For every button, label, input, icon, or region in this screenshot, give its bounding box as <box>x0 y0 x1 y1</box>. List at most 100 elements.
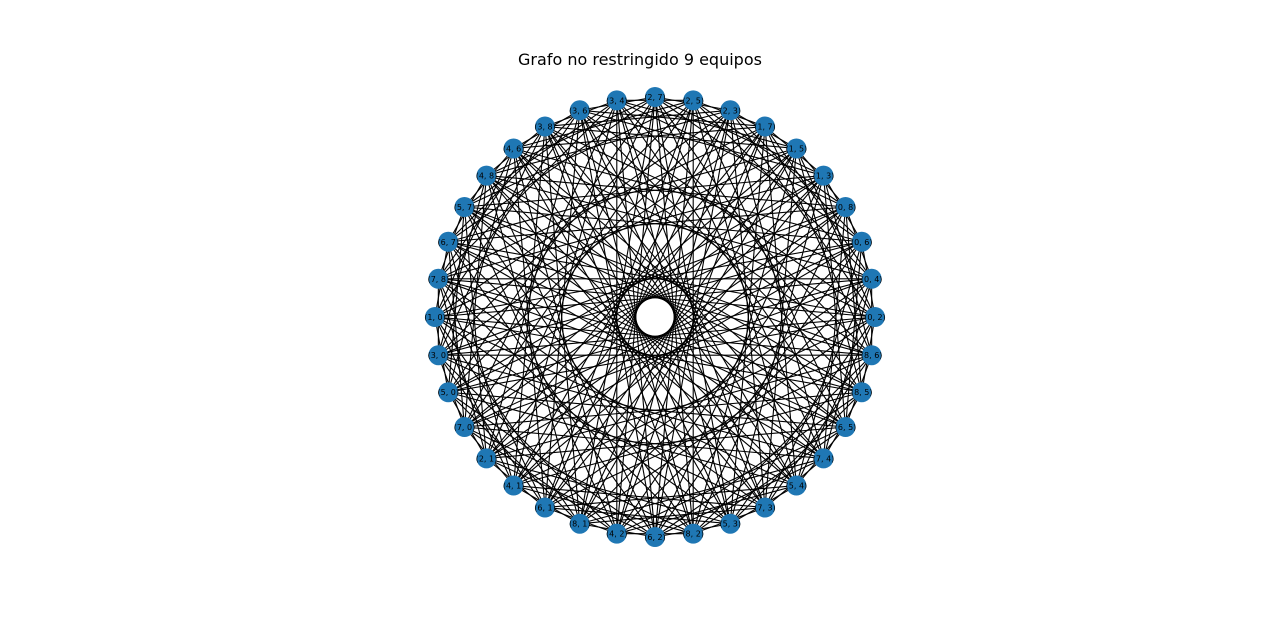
graph-node <box>720 100 741 121</box>
graph-edge <box>544 126 872 356</box>
graph-edge <box>448 241 876 318</box>
graph-edge <box>544 125 797 150</box>
graph-node-label: (1, 3) <box>813 172 835 181</box>
graph-node-label: (3, 8) <box>534 122 556 131</box>
graph-edge <box>464 206 872 356</box>
graph-node <box>861 345 882 366</box>
graph-edge <box>464 206 797 486</box>
graph-title: Grafo no restringido 9 equipos <box>518 50 762 69</box>
graph-edge <box>447 175 824 393</box>
graph-edge <box>579 109 797 486</box>
graph-edge <box>448 206 846 243</box>
graph-node-label: (8, 2) <box>682 530 704 539</box>
graph-node <box>476 165 497 186</box>
graph-node <box>851 231 872 252</box>
graph-edge <box>513 148 731 525</box>
graph-node <box>569 100 590 121</box>
graph-node-label: (4, 2) <box>606 530 628 539</box>
graph-node-label: (2, 5) <box>682 96 704 105</box>
graph-node-label: (2, 3) <box>719 106 741 115</box>
graph-node <box>755 497 775 518</box>
graph-node <box>535 497 555 518</box>
graph-node-label: (7, 0) <box>454 423 476 432</box>
graph-node-label: (4, 8) <box>476 172 498 181</box>
graph-edge <box>579 109 824 177</box>
graph-edge <box>579 148 797 525</box>
graph-node-label: (0, 2) <box>864 313 886 322</box>
graph-edge <box>434 147 797 318</box>
graph-edge <box>486 241 863 459</box>
graph-node <box>503 138 524 159</box>
graph-node-label: (7, 3) <box>754 504 776 513</box>
graph-node <box>786 475 807 496</box>
graph-edge <box>654 110 731 538</box>
graph-edge <box>579 96 656 524</box>
graph-node-label: (0, 8) <box>835 203 857 212</box>
graph-node-label: (7, 8) <box>428 275 450 284</box>
graph-edge <box>486 175 872 280</box>
graph-edge <box>438 175 824 280</box>
graph-node <box>454 197 475 217</box>
graph-node <box>861 268 882 289</box>
graph-node-label: (8, 6) <box>861 351 883 360</box>
graph-edge <box>513 99 694 150</box>
graph-node <box>535 116 555 137</box>
graph-edge <box>447 109 731 393</box>
graph-edge <box>486 109 731 177</box>
graph-node-label: (4, 6) <box>503 144 525 153</box>
graph-node-label: (6, 2) <box>644 533 666 542</box>
graph-node-label: (5, 4) <box>786 482 808 491</box>
graph-node <box>683 523 704 544</box>
graph-node-label: (4, 1) <box>503 482 525 491</box>
graph-node-label: (7, 4) <box>813 454 835 463</box>
graph-node-label: (5, 0) <box>438 388 460 397</box>
graph-node <box>606 90 627 111</box>
graph-edge <box>486 175 766 508</box>
graph-edge <box>448 316 876 393</box>
graph-edges <box>434 96 876 538</box>
graph-edge <box>434 241 862 318</box>
graph-edge <box>616 100 846 428</box>
graph-node <box>851 382 872 403</box>
graph-node-label: (8, 5) <box>851 388 873 397</box>
graph-node-label: (3, 4) <box>606 96 628 105</box>
graph-node-label: (1, 5) <box>786 144 808 153</box>
graph-node <box>755 116 775 137</box>
graph-node-label: (6, 7) <box>438 238 460 247</box>
graph-edge <box>616 100 731 524</box>
graph-edge <box>654 96 731 524</box>
graph-node <box>786 138 807 159</box>
graph-edge <box>616 99 797 150</box>
graph-node-label: (2, 7) <box>644 93 666 102</box>
graph-node <box>835 197 856 217</box>
graph-node <box>425 307 445 327</box>
graph-edge <box>486 175 863 393</box>
graph-node <box>645 87 665 107</box>
graph-node <box>865 307 885 327</box>
graph-node-label: (0, 6) <box>851 238 873 247</box>
graph-edge <box>438 126 766 356</box>
graph-edge <box>438 206 846 356</box>
graph-edge <box>616 126 766 534</box>
graph-edge <box>616 99 873 356</box>
graph-node <box>438 382 459 403</box>
graph-edge <box>513 206 846 486</box>
graph-node-label: (6, 1) <box>534 504 556 513</box>
graph-node-label: (5, 3) <box>719 520 741 529</box>
graph-edge <box>438 278 846 428</box>
graph-edge <box>513 109 731 486</box>
graph-edge <box>434 316 862 393</box>
graph-node-label: (6, 5) <box>835 423 857 432</box>
graph-edge <box>579 109 766 128</box>
graph-node <box>606 523 627 544</box>
graph-edge <box>544 126 694 534</box>
graph-edge <box>513 125 766 150</box>
graph-node <box>454 417 475 437</box>
graph-node-label: (1, 7) <box>754 122 776 131</box>
graph-edge <box>616 99 846 208</box>
graph-node <box>503 475 524 496</box>
graph-node <box>428 268 449 289</box>
graph-edge <box>544 126 824 459</box>
graph-node <box>645 527 665 547</box>
